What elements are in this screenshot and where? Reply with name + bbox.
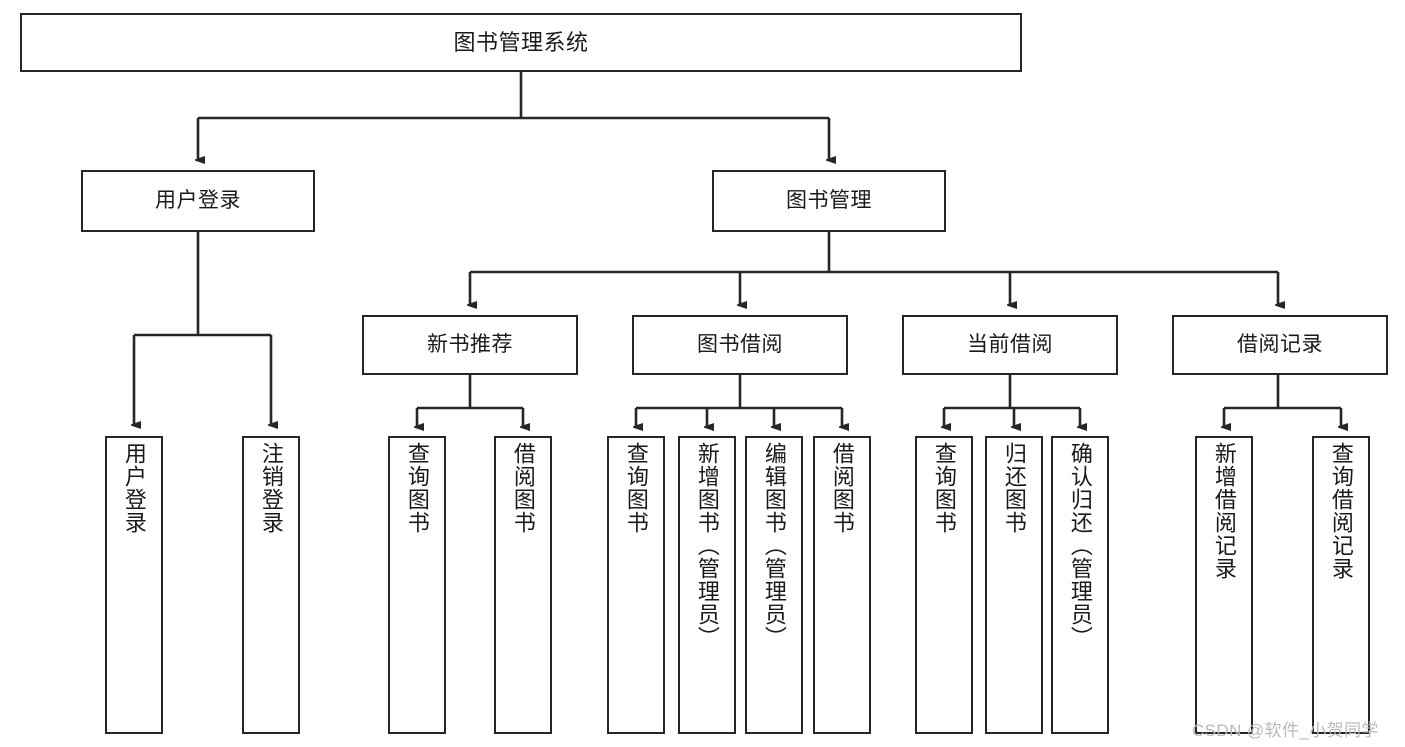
node-root[interactable]: 图书管理系统 (20, 13, 1022, 72)
node-leaf-borrow-book-1[interactable]: 借阅图书 (494, 436, 552, 734)
watermark-text: CSDN @软件_小贺同学 (1192, 721, 1379, 740)
node-book-management-label: 图书管理 (786, 188, 872, 212)
node-leaf-edit-book-label: 编辑图书（管理员） (761, 442, 787, 649)
node-current-borrow[interactable]: 当前借阅 (902, 315, 1118, 375)
node-leaf-return-book-label: 归还图书 (1001, 442, 1027, 534)
node-leaf-add-book-label: 新增图书（管理员） (694, 442, 720, 649)
node-leaf-query-book-3-label: 查询图书 (931, 442, 957, 534)
node-leaf-add-book[interactable]: 新增图书（管理员） (678, 436, 736, 734)
node-user-login[interactable]: 用户登录 (81, 170, 315, 232)
node-leaf-edit-book[interactable]: 编辑图书（管理员） (745, 436, 803, 734)
node-book-management[interactable]: 图书管理 (712, 170, 946, 232)
node-root-label: 图书管理系统 (453, 29, 589, 55)
node-leaf-query-book-1[interactable]: 查询图书 (388, 436, 446, 734)
node-new-book-recommend[interactable]: 新书推荐 (362, 315, 578, 375)
node-user-login-label: 用户登录 (155, 188, 241, 212)
node-leaf-return-book[interactable]: 归还图书 (985, 436, 1043, 734)
node-leaf-borrow-book-1-label: 借阅图书 (510, 442, 536, 534)
node-new-book-recommend-label: 新书推荐 (427, 332, 513, 356)
node-leaf-borrow-book-2[interactable]: 借阅图书 (813, 436, 871, 734)
node-leaf-confirm-return[interactable]: 确认归还（管理员） (1051, 436, 1109, 734)
node-book-borrow-label: 图书借阅 (697, 332, 783, 356)
node-leaf-query-book-2[interactable]: 查询图书 (607, 436, 665, 734)
node-leaf-add-record[interactable]: 新增借阅记录 (1195, 436, 1253, 734)
node-leaf-borrow-book-2-label: 借阅图书 (829, 442, 855, 534)
node-leaf-query-record[interactable]: 查询借阅记录 (1312, 436, 1370, 734)
node-leaf-user-login-label: 用户登录 (121, 442, 147, 534)
node-borrow-record[interactable]: 借阅记录 (1172, 315, 1388, 375)
node-leaf-query-book-2-label: 查询图书 (623, 442, 649, 534)
node-leaf-query-book-3[interactable]: 查询图书 (915, 436, 973, 734)
node-leaf-user-login[interactable]: 用户登录 (105, 436, 163, 734)
node-book-borrow[interactable]: 图书借阅 (632, 315, 848, 375)
node-borrow-record-label: 借阅记录 (1237, 332, 1323, 356)
node-leaf-add-record-label: 新增借阅记录 (1211, 442, 1237, 580)
node-leaf-query-book-1-label: 查询图书 (404, 442, 430, 534)
node-current-borrow-label: 当前借阅 (967, 332, 1053, 356)
node-leaf-logout-login[interactable]: 注销登录 (242, 436, 300, 734)
node-leaf-logout-login-label: 注销登录 (258, 442, 284, 534)
node-leaf-confirm-return-label: 确认归还（管理员） (1067, 442, 1093, 649)
node-leaf-query-record-label: 查询借阅记录 (1328, 442, 1354, 580)
